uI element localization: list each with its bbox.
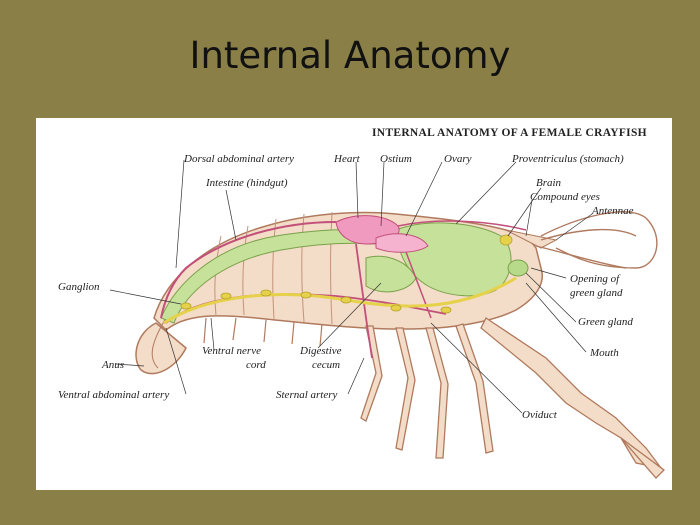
leader-lines [109,159,593,414]
label-digestive-cecum-2: cecum [312,359,340,371]
label-ovary: Ovary [444,153,472,165]
label-anus: Anus [101,359,124,371]
claw [480,317,663,469]
crayfish-anatomy-diagram: INTERNAL ANATOMY OF A FEMALE CRAYFISH Do… [58,127,665,479]
ovary-shape [375,233,429,253]
dorsal-abdominal-artery-line [160,221,337,319]
label-compound-eyes: Compound eyes [530,191,600,203]
label-ostium: Ostium [380,153,412,165]
label-antennae: Antennae [591,205,634,217]
label-ventral-abdominal-artery: Ventral abdominal artery [58,389,169,401]
walking-legs [360,317,665,479]
label-mouth: Mouth [589,347,619,359]
label-brain: Brain [536,177,562,189]
slide-title: Internal Anatomy [189,34,511,77]
green-gland-shape [507,259,529,277]
label-ganglion: Ganglion [58,281,100,293]
brain-shape [499,234,513,246]
anatomy-diagram-panel: INTERNAL ANATOMY OF A FEMALE CRAYFISH Do… [36,118,672,490]
label-proventriculus: Proventriculus (stomach) [511,153,624,165]
label-intestine: Intestine (hindgut) [205,177,288,189]
tail-fan [135,322,187,375]
nervous-system [163,234,517,325]
label-opening-green-gland-1: Opening of [570,273,621,285]
label-digestive-cecum-1: Digestive [299,345,342,357]
label-dorsal-abdominal-artery: Dorsal abdominal artery [183,153,294,165]
label-ventral-nerve-cord-1: Ventral nerve [202,345,261,357]
diagram-heading: INTERNAL ANATOMY OF A FEMALE CRAYFISH [372,127,647,139]
label-opening-green-gland-2: green gland [570,287,623,299]
antennae [535,211,658,269]
swimmerets [203,317,323,347]
sternal-artery-line [355,243,373,359]
label-heart: Heart [333,153,361,165]
label-oviduct: Oviduct [522,409,558,421]
label-ventral-nerve-cord-2: cord [246,359,266,371]
label-green-gland: Green gland [578,316,633,328]
label-sternal-artery: Sternal artery [276,389,338,401]
